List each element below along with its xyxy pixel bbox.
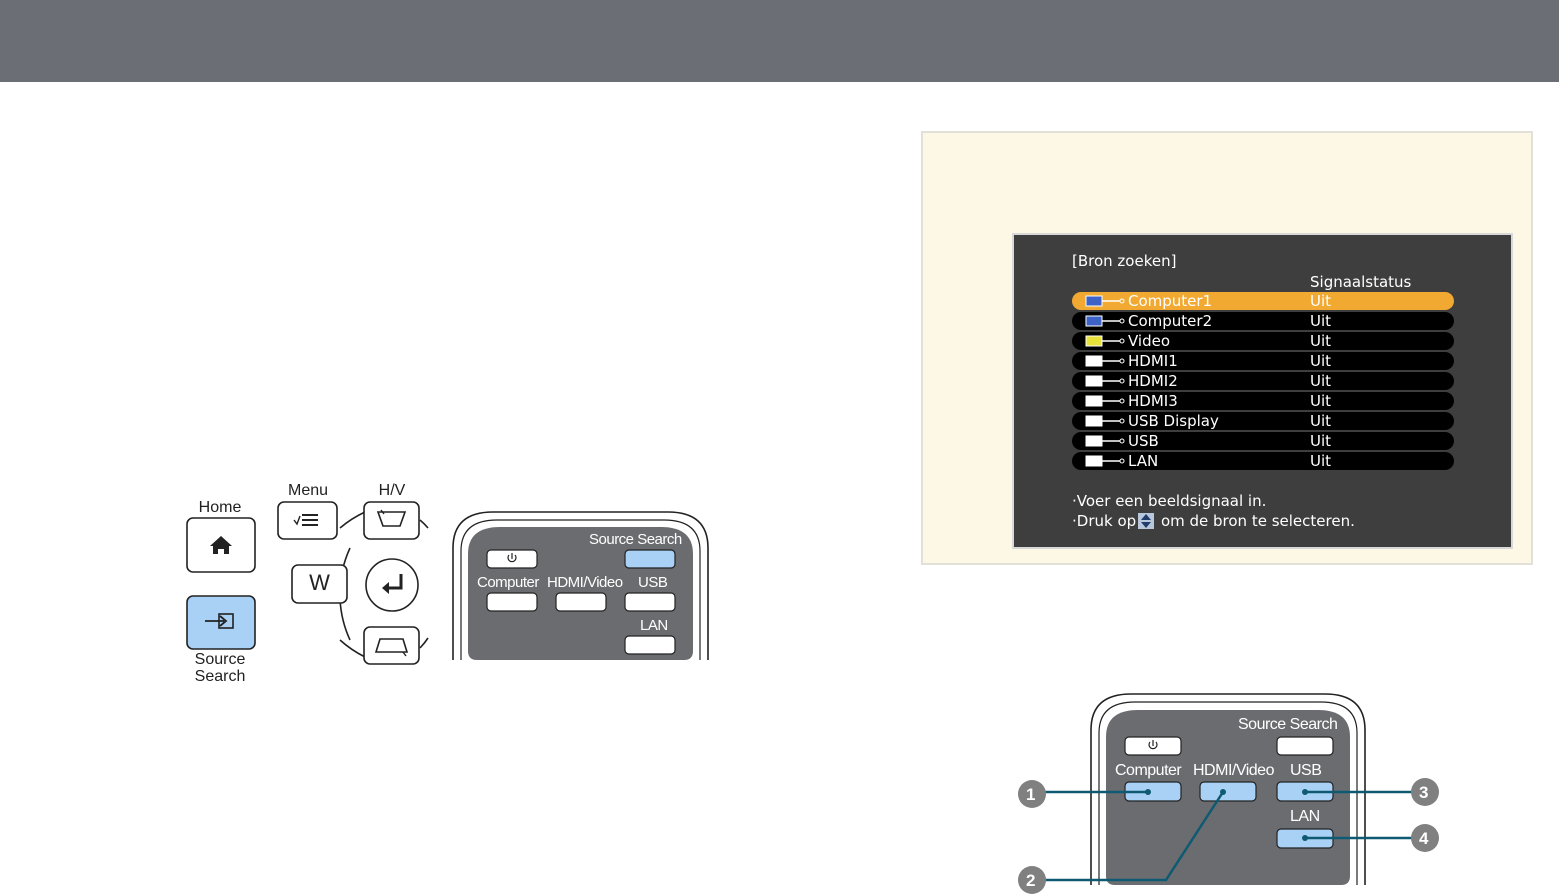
source-row[interactable]: HDMI2 Uit xyxy=(1072,372,1454,390)
source-name: HDMI1 xyxy=(1128,352,1178,370)
source-label-line2: Search xyxy=(194,668,246,685)
source-row[interactable]: USB Uit xyxy=(1072,432,1454,450)
source-search-label: Source Search xyxy=(180,651,260,685)
source-name: HDMI3 xyxy=(1128,392,1178,410)
source-status: Uit xyxy=(1310,372,1332,390)
source-search-button[interactable] xyxy=(186,595,256,650)
home-icon xyxy=(210,536,232,554)
source-status: Uit xyxy=(1310,352,1332,370)
remote1-computer-label: Computer xyxy=(477,574,539,591)
source-row[interactable]: HDMI1 Uit xyxy=(1072,352,1454,370)
callout-3: 3 xyxy=(1419,783,1428,802)
callout-badges xyxy=(1018,778,1439,894)
source-name: USB xyxy=(1128,432,1159,450)
enter-icon xyxy=(382,574,403,594)
callout-4: 4 xyxy=(1419,829,1428,848)
screen-message-2: ·Druk op om de bron te selecteren. xyxy=(1072,512,1355,530)
remote-control-1 xyxy=(452,511,709,660)
signal-status-header: Signaalstatus xyxy=(1310,273,1412,291)
keystone-down-button[interactable] xyxy=(363,626,420,665)
w-label: W xyxy=(309,570,330,595)
source-status: Uit xyxy=(1310,312,1332,330)
computer-port-icon xyxy=(1084,292,1128,310)
home-button[interactable] xyxy=(186,517,256,573)
source-row[interactable]: Computer2 Uit xyxy=(1072,312,1454,330)
source-name: LAN xyxy=(1128,452,1159,470)
w-button[interactable] xyxy=(291,564,348,604)
power-icon xyxy=(1148,740,1158,750)
source-status: Uit xyxy=(1310,332,1332,350)
source-row[interactable]: HDMI3 Uit xyxy=(1072,392,1454,410)
remote1-lan-button[interactable] xyxy=(624,635,676,655)
menu-list-icon xyxy=(293,514,318,526)
remote2-source-search-label: Source Search xyxy=(1238,716,1338,733)
source-row[interactable]: Computer1 Uit xyxy=(1072,292,1454,310)
remote1-lan-label: LAN xyxy=(640,617,668,634)
screen-message-2-pre: ·Druk op xyxy=(1072,512,1137,530)
video-port-icon xyxy=(1084,332,1128,350)
remote2-computer-label: Computer xyxy=(1115,762,1182,779)
up-down-arrow-icon xyxy=(1138,513,1155,529)
remote1-hdmi-button[interactable] xyxy=(555,592,607,612)
power-icon xyxy=(507,553,517,563)
hdmi-port-icon xyxy=(1084,352,1128,370)
source-status: Uit xyxy=(1310,392,1332,410)
callout-2: 2 xyxy=(1026,871,1035,890)
keystone-icon xyxy=(376,511,407,527)
remote-control-2 xyxy=(1090,693,1366,885)
screen-message-1: ·Voer een beeldsignaal in. xyxy=(1072,492,1267,510)
source-input-icon xyxy=(205,613,234,629)
keystone-up-button[interactable] xyxy=(363,501,420,540)
usb-port-icon xyxy=(1084,432,1128,450)
remote2-hdmi-label: HDMI/Video xyxy=(1193,762,1274,779)
source-name: Video xyxy=(1128,332,1171,350)
remote2-hdmi-button[interactable] xyxy=(1199,781,1257,802)
source-row[interactable]: USB Display Uit xyxy=(1072,412,1454,430)
menu-label: Menu xyxy=(287,482,329,499)
remote2-usb-label: USB xyxy=(1290,762,1322,779)
home-label: Home xyxy=(198,499,242,516)
remote1-usb-button[interactable] xyxy=(624,592,676,612)
source-name: Computer2 xyxy=(1128,312,1213,330)
remote1-usb-label: USB xyxy=(638,574,668,591)
source-name: Computer1 xyxy=(1128,292,1213,310)
hdmi-port-icon xyxy=(1084,372,1128,390)
source-row[interactable]: LAN Uit xyxy=(1072,452,1454,470)
keystone-icon xyxy=(374,638,409,653)
computer-port-icon xyxy=(1084,312,1128,330)
source-status: Uit xyxy=(1310,452,1332,470)
enter-button[interactable] xyxy=(365,558,419,612)
remote1-source-search-label: Source Search xyxy=(589,531,682,548)
lan-wireless-icon xyxy=(1084,452,1128,470)
hv-label: H/V xyxy=(378,482,406,499)
source-status: Uit xyxy=(1310,292,1332,310)
hdmi-port-icon xyxy=(1084,392,1128,410)
callout-lines xyxy=(1045,789,1412,882)
source-name: USB Display xyxy=(1128,412,1219,430)
menu-button[interactable] xyxy=(277,501,338,540)
remote1-hdmi-label: HDMI/Video xyxy=(547,574,623,591)
screen-title: [Bron zoeken] xyxy=(1072,252,1177,270)
source-row[interactable]: Video Uit xyxy=(1072,332,1454,350)
source-status: Uit xyxy=(1310,412,1332,430)
usb-port-icon xyxy=(1084,412,1128,430)
remote2-source-search-button[interactable] xyxy=(1276,736,1334,756)
callout-1: 1 xyxy=(1026,785,1035,804)
source-label-line1: Source xyxy=(194,651,246,668)
remote1-source-search-button[interactable] xyxy=(624,549,676,569)
source-status: Uit xyxy=(1310,432,1332,450)
remote2-lan-label: LAN xyxy=(1290,808,1320,825)
remote1-computer-button[interactable] xyxy=(486,592,538,612)
header-bar xyxy=(0,0,1559,82)
source-name: HDMI2 xyxy=(1128,372,1178,390)
screen-message-2-post: om de bron te selecteren. xyxy=(1160,512,1355,530)
